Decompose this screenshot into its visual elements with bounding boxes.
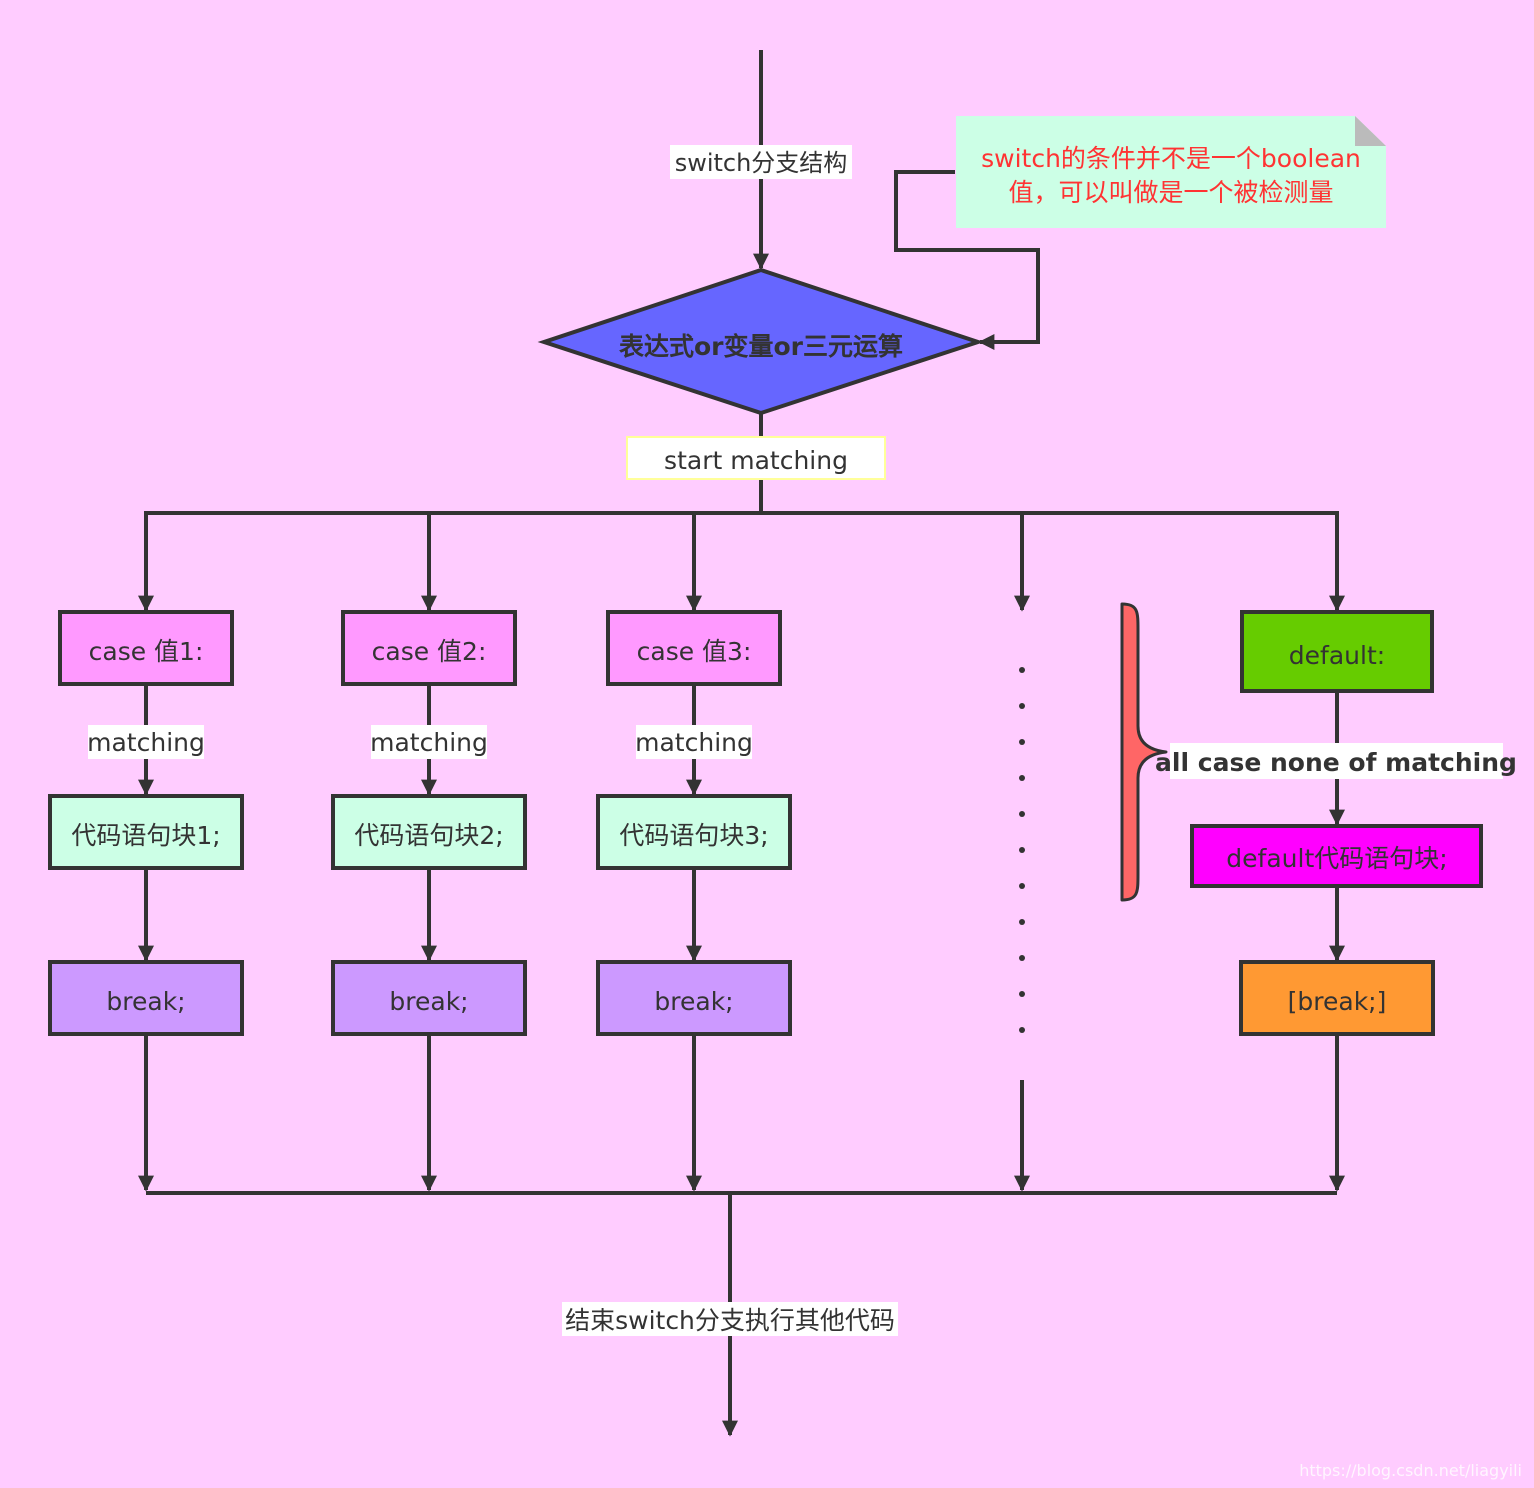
case-box-3 (606, 610, 782, 686)
break-label-1: break; (106, 987, 185, 1016)
matching-label-1: matching (87, 728, 205, 757)
case-label-1: case 值1: (89, 637, 204, 666)
block-box-1 (48, 794, 244, 870)
default-break-label: [break;] (1288, 987, 1387, 1016)
break-box-2 (331, 960, 527, 1036)
block-label-2: 代码语句块2; (354, 821, 503, 850)
case-column-1: case 值1: matching 代码语句块1; break; (48, 610, 244, 1036)
end-label: 结束switch分支执行其他代码 (562, 1302, 898, 1336)
matching-label-2: matching (370, 728, 488, 757)
start-label: start matching (626, 436, 886, 480)
top-label: switch分支结构 (670, 145, 852, 179)
none-match-label: all case none of matching (1155, 743, 1517, 779)
break-label-3: break; (654, 987, 733, 1016)
note: switch的条件并不是一个boolean 值，可以叫做是一个被检测量 (956, 116, 1386, 228)
ellipsis-dots (1019, 667, 1025, 1033)
watermark: https://blog.csdn.net/liagyili (1299, 1461, 1522, 1480)
note-line-2: 值，可以叫做是一个被检测量 (1008, 178, 1333, 207)
default-break-box (1239, 960, 1435, 1036)
default-block-label: default代码语句块; (1226, 844, 1447, 873)
end-label-text: 结束switch分支执行其他代码 (565, 1306, 895, 1335)
none-match-text: all case none of matching (1155, 748, 1517, 777)
block-label-3: 代码语句块3; (619, 821, 768, 850)
curly-brace (1120, 602, 1168, 902)
case-column-2: case 值2: matching 代码语句块2; break; (331, 610, 527, 1036)
case-column-3: case 值3: matching 代码语句块3; break; (596, 610, 792, 1036)
case-label-3: case 值3: (637, 637, 752, 666)
block-box-3 (596, 794, 792, 870)
default-column: default: default代码语句块; [break;] (1190, 610, 1483, 1036)
connectors (138, 50, 1345, 1437)
default-label: default: (1289, 641, 1385, 670)
case-box-1 (58, 610, 234, 686)
block-box-2 (331, 794, 527, 870)
block-label-1: 代码语句块1; (71, 821, 220, 850)
matching-label-3: matching (635, 728, 753, 757)
default-block-box (1190, 824, 1483, 888)
case-box-2 (341, 610, 517, 686)
condition-diamond: 表达式or变量or三元运算 (537, 267, 985, 416)
break-box-3 (596, 960, 792, 1036)
top-label-text: switch分支结构 (675, 149, 848, 177)
case-label-2: case 值2: (372, 637, 487, 666)
default-box (1240, 610, 1434, 693)
note-line-1: switch的条件并不是一个boolean (981, 144, 1361, 173)
start-label-text: start matching (664, 446, 848, 475)
break-box-1 (48, 960, 244, 1036)
note-connector (894, 170, 1040, 350)
diamond-text: 表达式or变量or三元运算 (619, 332, 903, 361)
break-label-2: break; (389, 987, 468, 1016)
